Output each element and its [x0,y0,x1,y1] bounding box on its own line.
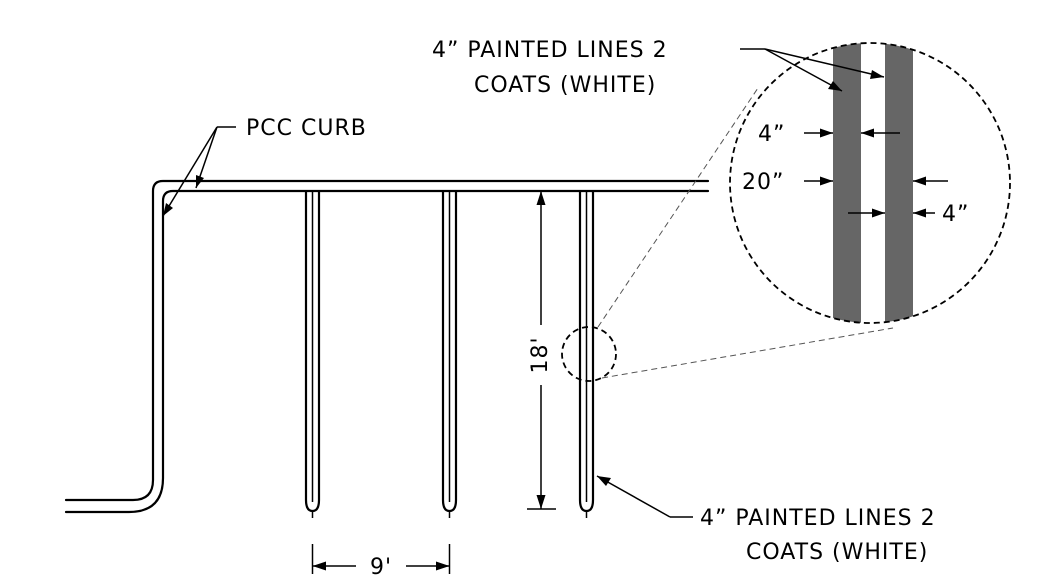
dimension-stall-length [527,190,556,510]
detail-callout-circle [561,326,617,382]
label-dim-line-width-a: 4” [758,122,785,147]
stall-stripe-2 [441,190,458,518]
label-dim-stall-width: 9' [370,555,392,578]
stall-stripe-1 [304,190,321,518]
label-dim-stall-length: 18' [528,336,553,373]
label-dim-line-width-b: 4” [942,202,969,227]
label-painted-lines-top-2: COATS (WHITE) [474,73,656,98]
leader-pcc-curb [162,126,236,217]
leader-painted-lines-bottom [596,475,693,518]
paint-stripe-right [885,43,913,323]
dimension-stall-width [311,544,451,574]
pcc-curb [64,179,710,514]
leader-painted-lines-top [740,48,885,92]
label-pcc-curb: PCC CURB [246,116,367,141]
label-painted-lines-top-1: 4” PAINTED LINES 2 [432,38,668,63]
label-dim-line-gap: 20” [742,170,784,195]
label-painted-lines-bottom-2: COATS (WHITE) [746,540,928,565]
label-painted-lines-bottom-1: 4” PAINTED LINES 2 [700,506,936,531]
stall-stripe-3 [578,190,595,518]
